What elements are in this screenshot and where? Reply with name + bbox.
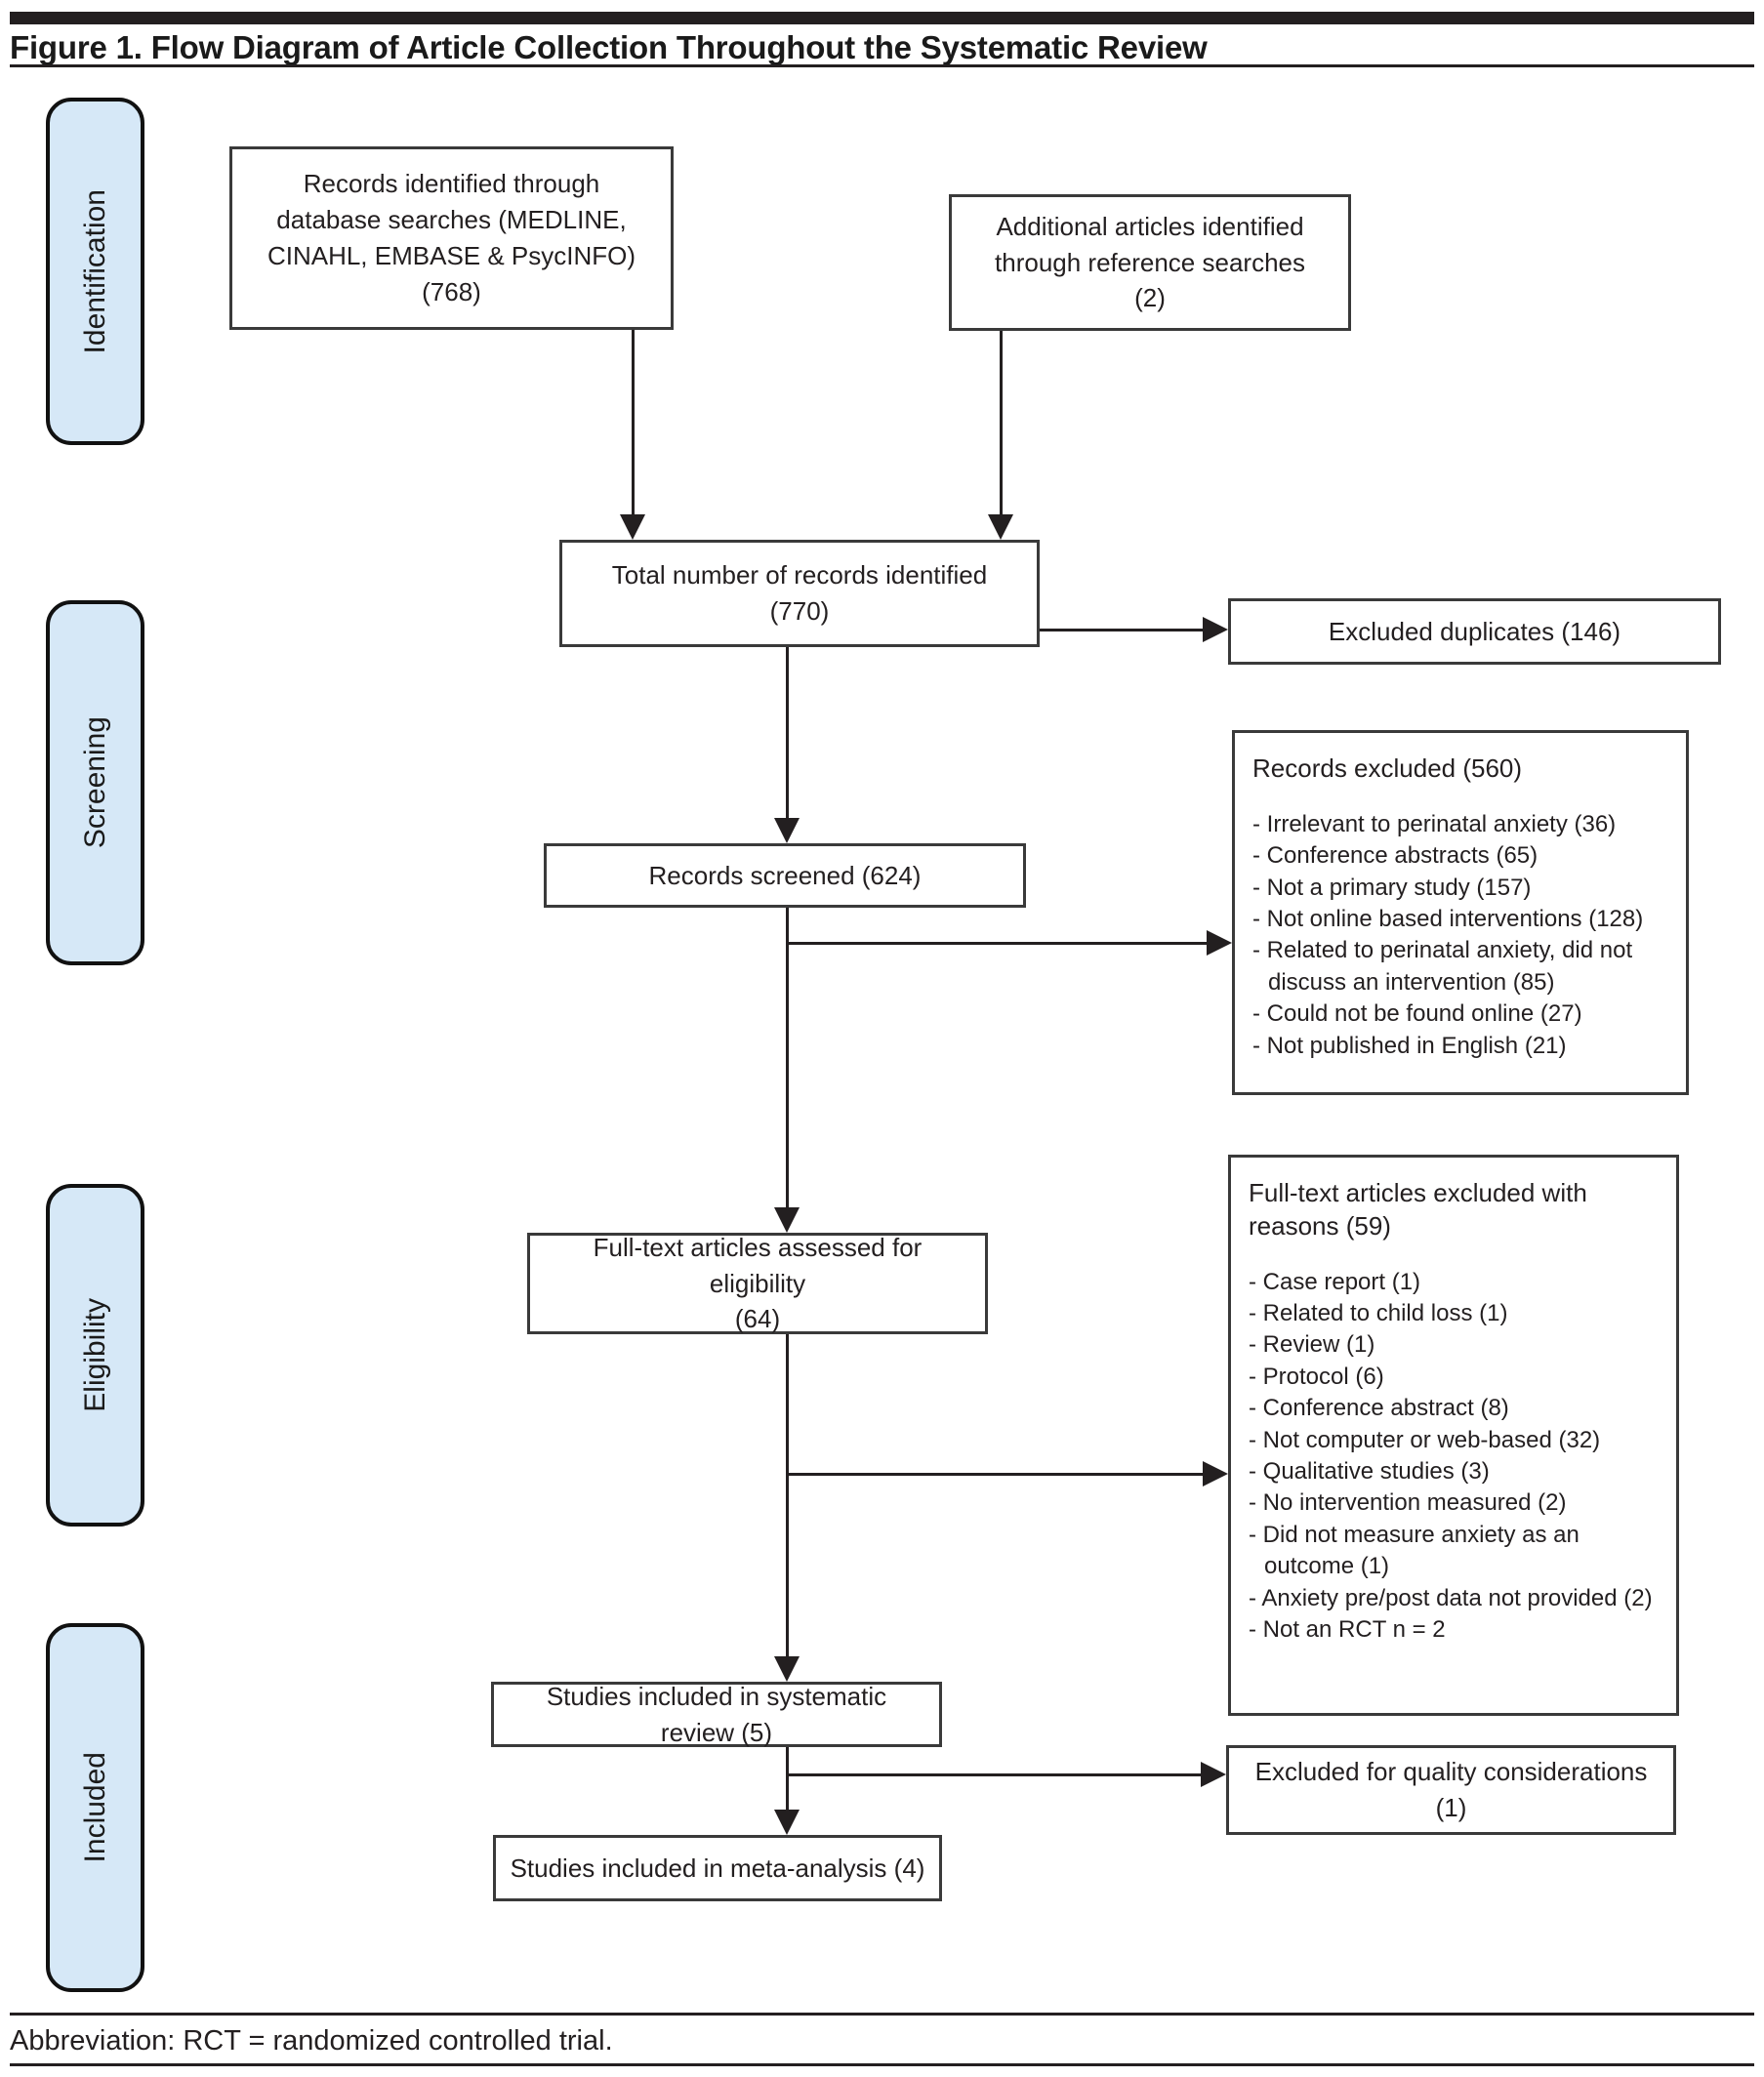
arrowhead-screened-to-excluded [1207,930,1232,956]
node-records-screened-label: Records screened (624) [648,860,922,890]
connector-fulltext-to-review [786,1334,789,1658]
node-database-records: Records identified through database sear… [229,146,674,330]
arrowhead-total-to-duplicates [1203,617,1228,642]
stage-screening-label: Screening [78,716,111,849]
connector-total-to-duplicates [1040,629,1207,631]
connector-review-to-quality [787,1773,1203,1776]
node-meta-analysis-included-label: Studies included in meta-analysis (4) [510,1853,925,1883]
footnote-rule-top [10,2013,1754,2016]
node-fulltext-excluded-title: Full-text articles excluded with reasons… [1249,1178,1587,1241]
exclusion-reason: - Conference abstracts (65) [1252,842,1538,870]
arrowhead-reference-to-total [988,514,1013,540]
node-excluded-duplicates: Excluded duplicates (146) [1228,598,1721,665]
exclusion-reason: - Did not measure anxiety as an outcome … [1249,1521,1579,1580]
connector-total-to-screened [786,647,789,820]
node-reference-records: Additional articles identified through r… [949,194,1351,331]
node-systematic-review-included-label: Studies included in systematic review (5… [546,1681,887,1747]
abbreviation-footnote: Abbreviation: RCT = randomized controlle… [10,2025,613,2057]
connector-reference-to-total [1000,331,1003,516]
stage-included: Included [46,1623,144,1992]
stage-identification: Identification [46,98,144,445]
records-excluded-reason-list: - Irrelevant to perinatal anxiety (36) - … [1252,809,1668,1062]
arrowhead-screened-to-fulltext [774,1207,800,1233]
stage-eligibility: Eligibility [46,1184,144,1527]
connector-review-to-meta [786,1747,789,1812]
fulltext-excluded-reason-list: - Case report (1) - Related to child loss… [1249,1267,1659,1647]
stage-identification-label: Identification [78,188,111,354]
top-rule [10,12,1754,24]
connector-fulltext-to-excluded [787,1473,1205,1476]
node-records-excluded: Records excluded (560) - Irrelevant to p… [1232,730,1689,1095]
exclusion-reason: - Irrelevant to perinatal anxiety (36) [1252,810,1617,837]
exclusion-reason: - Conference abstract (8) [1249,1395,1509,1422]
exclusion-reason: - No intervention measured (2) [1249,1489,1567,1517]
arrowhead-database-to-total [620,514,645,540]
exclusion-reason: - Related to perinatal anxiety, did not … [1252,937,1633,996]
arrowhead-review-to-quality [1201,1762,1226,1787]
footnote-rule-bottom [10,2063,1754,2066]
figure-title: Figure 1. Flow Diagram of Article Collec… [10,29,1208,65]
node-fulltext-excluded: Full-text articles excluded with reasons… [1228,1155,1679,1716]
connector-screened-to-excluded [787,942,1209,945]
arrowhead-total-to-screened [774,818,800,843]
exclusion-reason: - Not a primary study (157) [1252,874,1532,901]
arrowhead-review-to-meta [774,1810,800,1835]
connector-screened-to-fulltext [786,908,789,1209]
exclusion-reason: - Anxiety pre/post data not provided (2) [1249,1584,1653,1611]
node-quality-excluded: Excluded for quality considerations (1) [1226,1745,1676,1835]
exclusion-reason: - Review (1) [1249,1331,1375,1359]
arrowhead-fulltext-to-excluded [1203,1461,1228,1486]
node-meta-analysis-included: Studies included in meta-analysis (4) [493,1835,942,1901]
exclusion-reason: - Case report (1) [1249,1268,1421,1295]
stage-eligibility-label: Eligibility [78,1298,111,1412]
exclusion-reason: - Not computer or web-based (32) [1249,1426,1601,1453]
node-fulltext-assessed: Full-text articles assessed for eligibil… [527,1233,988,1334]
node-records-excluded-title: Records excluded (560) [1252,753,1523,783]
node-total-identified-label: Total number of records identified (770) [611,560,988,626]
node-excluded-duplicates-label: Excluded duplicates (146) [1328,616,1621,646]
title-rule [10,64,1754,67]
exclusion-reason: - Qualitative studies (3) [1249,1457,1490,1485]
node-quality-excluded-label: Excluded for quality considerations (1) [1254,1757,1648,1822]
exclusion-reason: - Not online based interventions (128) [1252,905,1644,932]
exclusion-reason: - Protocol (6) [1249,1363,1384,1390]
stage-screening: Screening [46,600,144,965]
arrowhead-fulltext-to-review [774,1656,800,1682]
node-fulltext-assessed-label: Full-text articles assessed for eligibil… [593,1232,923,1334]
node-records-screened: Records screened (624) [544,843,1026,908]
exclusion-reason: - Could not be found online (27) [1252,1000,1582,1028]
node-systematic-review-included: Studies included in systematic review (5… [491,1682,942,1747]
connector-database-to-total [632,330,635,516]
exclusion-reason: - Related to child loss (1) [1249,1299,1508,1326]
exclusion-reason: - Not an RCT n = 2 [1249,1615,1446,1643]
stage-included-label: Included [78,1752,111,1863]
node-database-records-label: Records identified through database sear… [267,169,636,306]
node-reference-records-label: Additional articles identified through r… [995,211,1305,313]
node-total-identified: Total number of records identified (770) [559,540,1040,647]
exclusion-reason: - Not published in English (21) [1252,1032,1567,1059]
